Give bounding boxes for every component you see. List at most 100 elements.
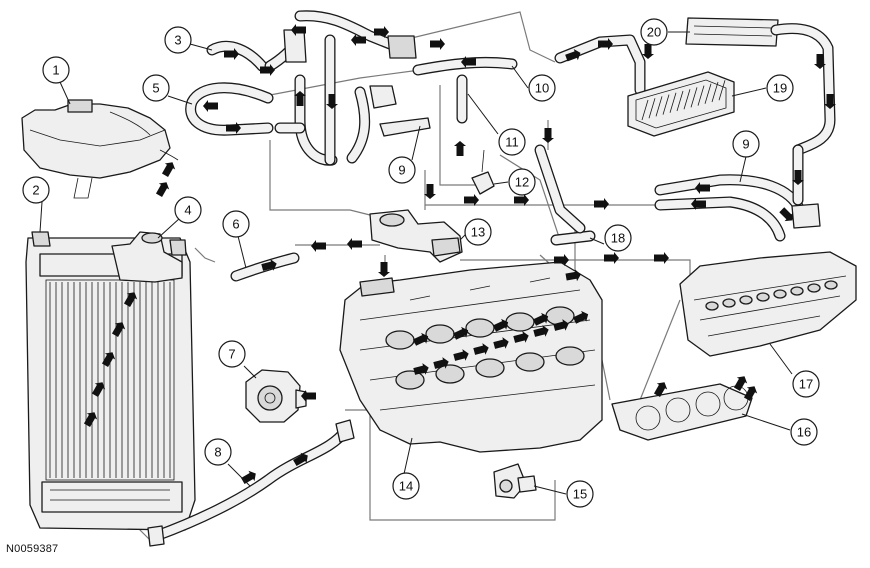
flow-arrow	[824, 94, 836, 109]
heater-core-fin	[655, 96, 663, 117]
svg-text:1: 1	[52, 63, 59, 78]
flow-arrow	[691, 198, 706, 210]
engine-water-jacket	[385, 330, 415, 350]
svg-text:13: 13	[471, 225, 485, 240]
callout-8: 8	[204, 438, 232, 466]
engine-water-jacket	[505, 312, 535, 332]
flow-arrow	[464, 194, 479, 206]
flow-arrow	[461, 56, 476, 68]
engine-water-jacket	[465, 318, 495, 338]
flow-arrow	[533, 312, 549, 326]
svg-text:18: 18	[611, 231, 625, 246]
flow-arrow	[301, 390, 316, 402]
flow-arrow	[378, 262, 390, 277]
heater-core-fin	[718, 80, 726, 101]
heater-core-fin	[662, 94, 670, 115]
flow-arrow	[424, 184, 436, 199]
flow-arrow	[430, 38, 445, 50]
svg-text:9: 9	[398, 163, 405, 178]
heater-core-tube-20	[685, 17, 836, 156]
cylinder-head-port	[722, 298, 736, 308]
callout-9-right: 9	[732, 130, 760, 158]
lower-radiator-hose	[147, 419, 355, 547]
callout-10: 10	[528, 74, 556, 102]
flow-arrow	[311, 240, 326, 252]
flow-arrow	[347, 238, 362, 250]
flow-arrow	[565, 269, 581, 282]
engine-water-jacket	[395, 370, 425, 390]
flow-arrow	[743, 386, 758, 401]
flow-arrow	[733, 376, 748, 391]
svg-text:14: 14	[399, 479, 413, 494]
callout-5: 5	[142, 74, 170, 102]
engine-water-jacket	[545, 306, 575, 326]
heater-core-fin	[697, 85, 705, 106]
heater-core-fin	[683, 89, 691, 110]
hose-assembly-upper	[264, 10, 417, 166]
flow-arrow	[260, 64, 275, 76]
temperature-sensor	[471, 149, 495, 195]
callout-15: 15	[566, 480, 594, 508]
engine-water-jacket	[425, 324, 455, 344]
flow-arrow	[351, 34, 366, 46]
water-pump	[245, 369, 307, 423]
degas-bottle	[21, 99, 179, 199]
cylinder-head-port	[773, 289, 787, 299]
flow-arrow	[792, 170, 804, 185]
gasket-bore	[695, 391, 721, 417]
flow-arrow	[594, 198, 609, 210]
flow-arrow	[294, 91, 306, 106]
heater-core-fin	[711, 81, 719, 103]
cylinder-head-port	[790, 286, 804, 296]
callout-20: 20	[640, 18, 668, 46]
heater-hoses-9-right	[654, 144, 821, 242]
flow-arrow	[604, 252, 619, 264]
flow-arrow	[573, 310, 589, 324]
thermostat-housing	[369, 209, 463, 263]
callout-14: 14	[392, 472, 420, 500]
flow-arrow	[433, 357, 449, 369]
flow-arrow	[814, 54, 826, 69]
callout-4: 4	[174, 196, 202, 224]
flow-arrow	[91, 382, 106, 397]
engine-water-jacket	[435, 364, 465, 384]
svg-text:3: 3	[174, 33, 181, 48]
flow-arrow	[642, 44, 654, 59]
flow-arrow	[453, 326, 469, 340]
callout-9-left: 9	[388, 156, 416, 184]
cylinder-head	[679, 251, 857, 357]
heater-hose-5	[185, 82, 274, 136]
svg-text:7: 7	[228, 347, 235, 362]
coolant-flow-arrows	[83, 24, 836, 485]
flow-arrow	[83, 412, 98, 427]
callout-2: 2	[22, 176, 50, 204]
flow-arrow	[513, 331, 529, 343]
gasket-bore	[635, 405, 661, 431]
flow-arrow	[533, 325, 549, 337]
callout-11: 11	[498, 128, 526, 156]
callout-12: 12	[508, 168, 536, 196]
svg-text:20: 20	[647, 25, 661, 40]
flow-arrow	[454, 141, 466, 156]
svg-text:5: 5	[152, 81, 159, 96]
cylinder-head-port	[705, 301, 719, 311]
callout-13: 13	[464, 218, 492, 246]
cylinder-head-port	[739, 295, 753, 305]
flow-arrow	[653, 382, 668, 397]
hose-3	[206, 40, 268, 72]
leader-lines	[39, 31, 793, 495]
svg-text:11: 11	[505, 135, 519, 150]
coolant-fitting-15	[493, 463, 537, 499]
svg-text:8: 8	[214, 445, 221, 460]
svg-text:15: 15	[573, 487, 587, 502]
coolant-tube-9-left	[346, 85, 431, 164]
figure-reference-code: N0059387	[6, 543, 59, 555]
svg-text:12: 12	[515, 175, 529, 190]
gasket-bore	[665, 397, 691, 423]
engine-water-jacket	[555, 346, 585, 366]
engine-block	[339, 261, 603, 453]
flow-arrow	[101, 352, 116, 367]
flow-arrow	[554, 254, 569, 266]
svg-text:4: 4	[184, 203, 191, 218]
flow-arrow	[111, 322, 126, 337]
